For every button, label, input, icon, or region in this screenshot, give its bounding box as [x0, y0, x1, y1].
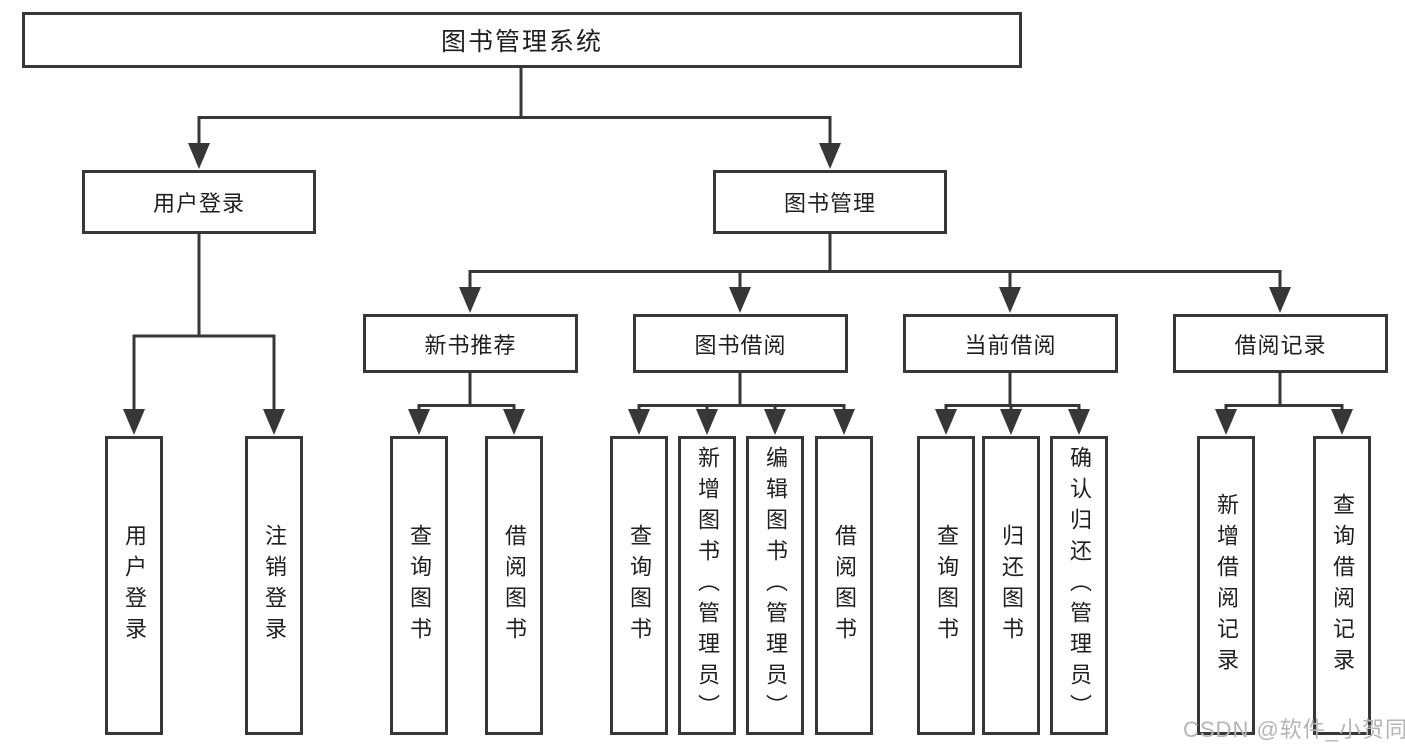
leaf-user-login: 用户登录 — [105, 436, 163, 735]
leaf-borrow-books: 借阅图书 — [815, 436, 873, 735]
leaf-query-books-borrowing: 查询图书 — [610, 436, 668, 735]
leaf-query-books-recommend-label: 查询图书 — [407, 523, 432, 648]
leaf-confirm-return-admin-label: 确认归还（管理员） — [1067, 446, 1092, 725]
leaf-edit-books-admin: 编辑图书（管理员） — [746, 436, 804, 735]
node-user-login: 用户登录 — [82, 170, 316, 234]
leaf-logout: 注销登录 — [245, 436, 303, 735]
leaf-query-borrow-record: 查询借阅记录 — [1313, 436, 1371, 735]
leaf-add-borrow-record: 新增借阅记录 — [1197, 436, 1255, 735]
leaf-add-books-admin-label: 新增图书（管理员） — [695, 446, 720, 725]
node-book-management: 图书管理 — [713, 170, 947, 234]
leaf-return-books-label: 归还图书 — [999, 523, 1024, 648]
csdn-watermark: CSDN @软件_小贺同学 — [1183, 717, 1405, 742]
leaf-borrow-books-recommend-label: 借阅图书 — [502, 523, 527, 648]
leaf-borrow-books-recommend: 借阅图书 — [485, 436, 543, 735]
leaf-query-books-recommend: 查询图书 — [390, 436, 448, 735]
leaf-user-login-label: 用户登录 — [122, 523, 147, 648]
leaf-query-books-current: 查询图书 — [917, 436, 975, 735]
node-current-borrowing: 当前借阅 — [903, 314, 1118, 373]
node-library-management-system: 图书管理系统 — [22, 12, 1022, 68]
node-borrowing-records: 借阅记录 — [1173, 314, 1388, 373]
node-new-book-recommendation: 新书推荐 — [363, 314, 578, 373]
leaf-query-borrow-record-label: 查询借阅记录 — [1330, 492, 1355, 679]
leaf-edit-books-admin-label: 编辑图书（管理员） — [763, 446, 788, 725]
leaf-query-books-borrowing-label: 查询图书 — [627, 523, 652, 648]
leaf-query-books-current-label: 查询图书 — [934, 523, 959, 648]
leaf-add-borrow-record-label: 新增借阅记录 — [1214, 492, 1239, 679]
leaf-logout-label: 注销登录 — [262, 523, 287, 648]
leaf-add-books-admin: 新增图书（管理员） — [678, 436, 736, 735]
leaf-return-books: 归还图书 — [982, 436, 1040, 735]
node-book-borrowing: 图书借阅 — [633, 314, 848, 373]
leaf-confirm-return-admin: 确认归还（管理员） — [1050, 436, 1108, 735]
leaf-borrow-books-label: 借阅图书 — [832, 523, 857, 648]
